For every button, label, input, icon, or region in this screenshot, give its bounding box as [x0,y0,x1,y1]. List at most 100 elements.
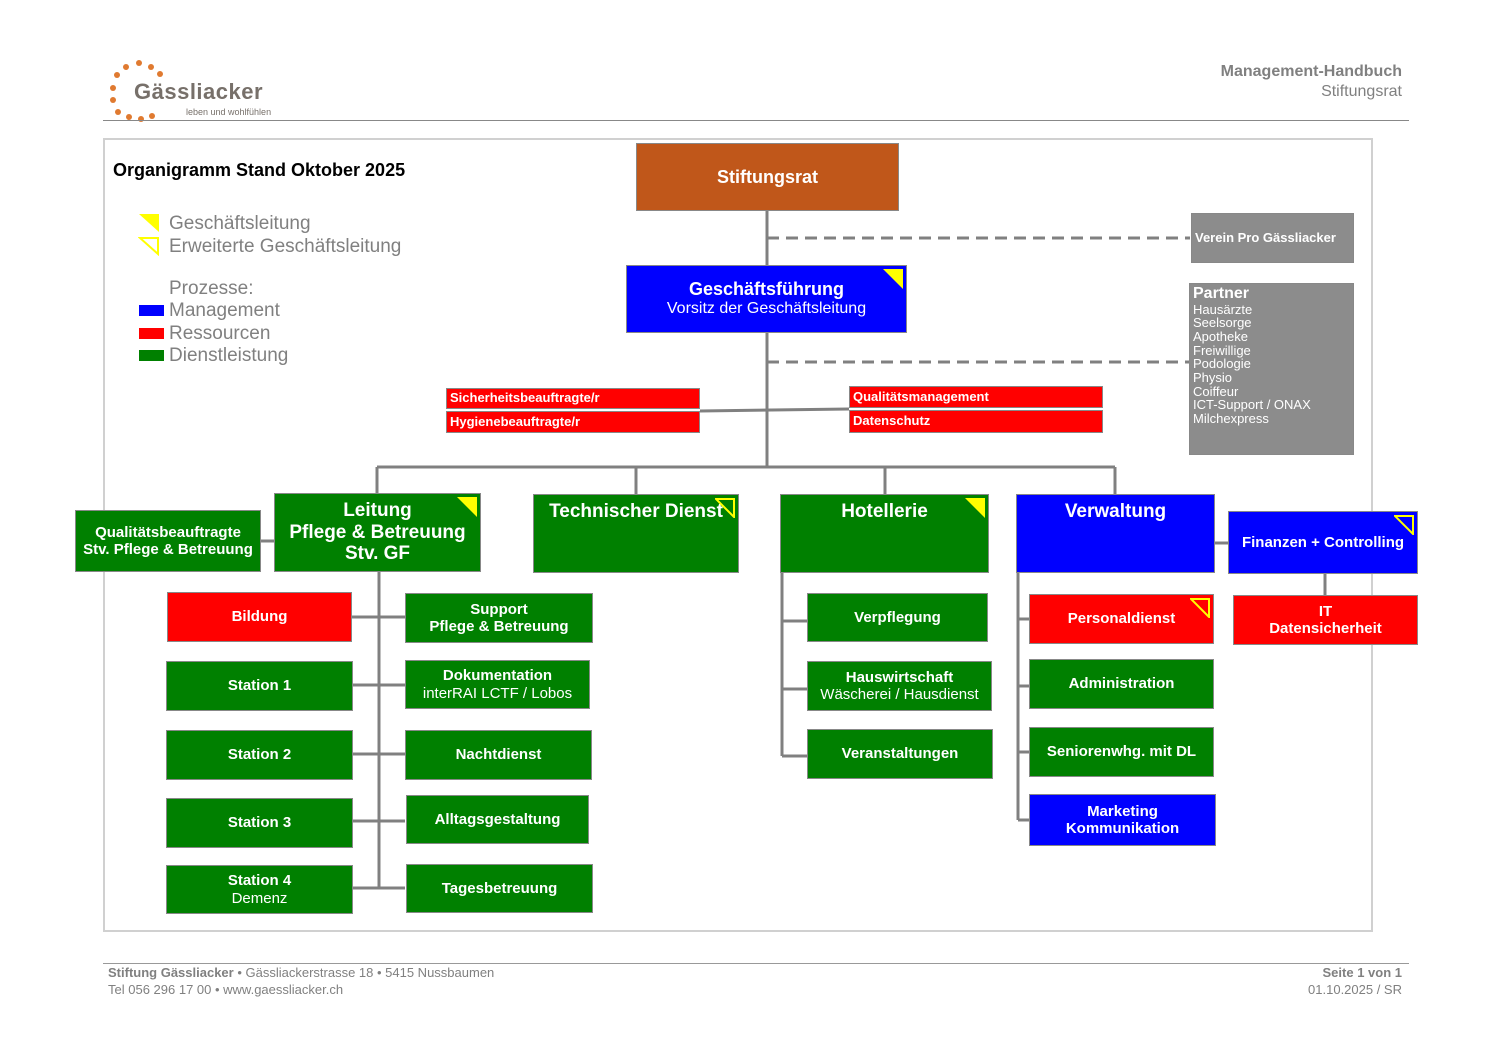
box-title: Station 1 [227,677,292,695]
org-box-verein: Verein Pro Gässliacker [1191,213,1354,263]
box-subtitle: Pflege & Betreuung [289,521,466,543]
egl-marker-icon [138,237,159,256]
box-title: Hygienebeauftragte/r [450,413,581,429]
box-title: Seniorenwhg. mit DL [1046,743,1197,761]
org-box-veranstaltungen: Veranstaltungen [807,729,993,779]
box-subtitle: Datensicherheit [1269,620,1382,637]
box-subtitle: Wäscherei / Hausdienst [820,686,979,703]
legend-ressourcen: Ressourcen [169,323,271,344]
box-title: Nachtdienst [455,746,542,764]
gl-marker-icon [965,498,985,518]
box-title: Leitung [343,499,412,521]
box-title: Alltagsgestaltung [434,810,561,828]
box-title: Tagesbetreuung [441,879,558,897]
box-title: Dokumentation [442,667,553,685]
footer-org: Stiftung Gässliacker [108,965,234,980]
box-title: Support [470,600,528,618]
box-subtitle: Hausärzte [1193,301,1253,317]
box-title: Sicherheitsbeauftragte/r [450,390,600,406]
box-subtitle: Freiwillige [1193,342,1251,358]
box-title: Stiftungsrat [717,166,818,187]
logo-dot [136,60,142,66]
org-box-datenschutz: Datenschutz [849,410,1103,433]
page-title: Organigramm Stand Oktober 2025 [113,160,406,180]
box-title: Verein Pro Gässliacker [1195,229,1336,245]
box-subtitle: Vorsitz der Geschäftsleitung [666,300,867,318]
logo-dot [110,97,116,103]
document-subtitle: Stiftungsrat [1321,83,1402,100]
logo-dot [123,64,129,70]
logo-name: Gässliacker [134,79,264,104]
box-title: Geschäftsführung [688,279,844,300]
org-box-station2: Station 2 [166,730,353,780]
box-title: Station 2 [227,746,292,764]
management-swatch [139,305,164,316]
footer-right: Seite 1 von 1 01.10.2025 / SR [1308,964,1402,998]
box-title: Station 3 [227,814,292,832]
box-title: Partner [1193,285,1250,302]
footer-contact: Tel 056 296 17 00 • www.gaessliacker.ch [108,982,344,997]
logo-dot [126,114,132,120]
box-title: IT [1318,602,1333,620]
logo-dot [114,72,120,78]
box-subtitle: Demenz [231,889,288,907]
box-subtitle: Physio [1193,370,1233,385]
gl-marker-icon [139,214,159,232]
org-box-alltag: Alltagsgestaltung [406,795,589,844]
dienstleistung-swatch [139,350,164,361]
org-box-finanzen: Finanzen + Controlling [1228,511,1418,574]
box-title: Veranstaltungen [841,745,959,763]
egl-marker-icon [1190,598,1210,618]
org-box-station1: Station 1 [166,661,353,711]
box-subtitle: ICT-Support / ONAX [1193,397,1311,413]
org-box-station3: Station 3 [166,798,353,848]
box-title: Verwaltung [1064,501,1167,522]
box-title: Verpflegung [854,608,941,626]
document-header: Management-Handbuch Stiftungsrat [1221,62,1402,102]
box-title: Hauswirtschaft [845,668,954,686]
box-subtitle: Stv. Pflege & Betreuung [83,541,253,558]
org-box-nacht: Nachtdienst [405,730,592,780]
org-box-senioren: Seniorenwhg. mit DL [1029,727,1214,777]
legend-management: Management [169,300,280,321]
box-subtitle: Seelsorge [1193,315,1252,331]
org-box-verwaltung: Verwaltung [1016,494,1215,573]
footer-left: Stiftung Gässliacker • Gässliackerstrass… [108,964,494,998]
box-title: Qualitätsbeauftragte [95,523,241,541]
connector-line [699,407,850,413]
box-title: Bildung [231,608,288,626]
org-box-hotellerie: Hotellerie [780,494,989,573]
box-subtitle: Podologie [1193,356,1251,372]
egl-marker-icon [1394,515,1414,535]
box-subtitle: Stv. GF [344,543,411,565]
box-title: Administration [1068,675,1175,693]
legend-egl: Erweiterte Geschäftsleitung [169,236,402,257]
box-subtitle: Pflege & Betreuung [429,618,569,635]
org-box-administration: Administration [1029,659,1214,709]
box-title: Technischer Dienst [549,501,723,522]
box-title: Marketing [1087,802,1158,820]
box-subtitle: Coiffeur [1193,383,1239,399]
org-box-tages: Tagesbetreuung [406,864,593,913]
gl-marker-icon [883,269,903,289]
gl-marker-icon [457,497,477,517]
box-title: Finanzen + Controlling [1241,533,1405,551]
legend-gl: Geschäftsleitung [169,213,311,234]
box-title: Hotellerie [841,501,928,522]
logo-dot [148,64,154,70]
org-box-hygiene: Hygienebeauftragte/r [446,411,700,433]
legend-dienstleistung: Dienstleistung [169,345,289,366]
logo-dot [115,109,121,115]
ressourcen-swatch [139,328,164,339]
box-title: Personaldienst [1067,610,1176,628]
logo-dot [157,71,163,77]
org-box-technik: Technischer Dienst [533,494,739,573]
